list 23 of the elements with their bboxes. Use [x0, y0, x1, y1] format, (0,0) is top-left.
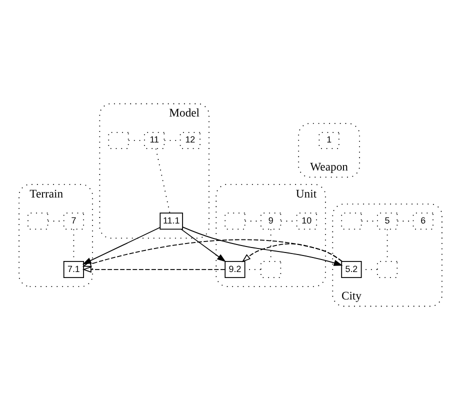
arrow [180, 228, 226, 262]
connector [155, 148, 170, 214]
node-box: 11 [144, 132, 165, 149]
node-box: 7.1 [63, 261, 84, 278]
node-box [224, 212, 246, 230]
arrow [182, 226, 343, 266]
node-box [108, 132, 129, 149]
node-box: 10 [296, 212, 317, 230]
arrow [242, 243, 342, 262]
node-box: 11.1 [160, 212, 184, 230]
node-box: 5.2 [341, 261, 362, 278]
node-box: 5 [377, 212, 398, 230]
node-box [377, 261, 398, 278]
node-box: 6 [412, 212, 434, 230]
arrow [82, 266, 226, 273]
node-box [341, 212, 362, 230]
node-box: 9.2 [224, 261, 246, 278]
node-box [28, 212, 48, 230]
node-box: 7 [63, 212, 84, 230]
node-box: 1 [318, 132, 340, 149]
node-box [260, 261, 282, 278]
node-box: 9 [260, 212, 282, 230]
node-box: 12 [180, 132, 200, 149]
